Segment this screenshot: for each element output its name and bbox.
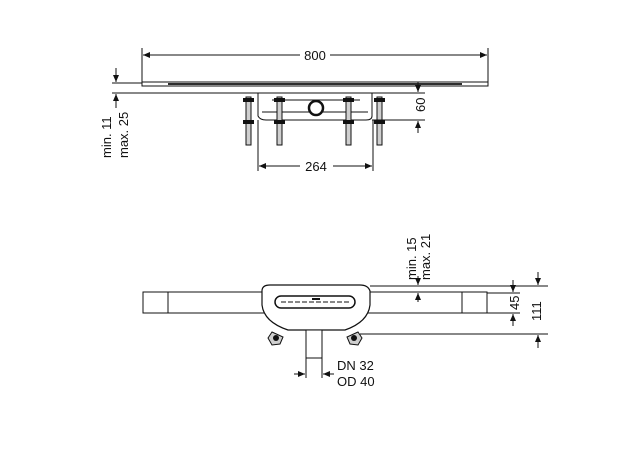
width-label: 800 [304,48,326,63]
total-height-dimension: 111 [360,272,548,348]
pipe-dimension: DN 32 OD 40 [294,358,375,389]
side-view: DN 32 OD 40 min. 15 max. 21 45 111 [142,234,548,389]
height-label: 60 [413,98,428,112]
height-dimension: 60 [372,82,428,133]
pipe-od-label: OD 40 [337,374,375,389]
total-height-label: 111 [529,301,544,321]
cover-max-label: max. 21 [418,234,433,280]
pipe-dn-label: DN 32 [337,358,374,373]
top-view: 800 min. 11 max. 25 [99,48,489,174]
drain-body [257,93,373,121]
outlet-pipe [305,329,323,359]
cover-dimension: min. 15 max. 21 [370,234,548,302]
drain-outlet [307,99,325,117]
foot-spacing-dimension: 264 [257,120,374,174]
foot-spacing-label: 264 [305,159,327,174]
channel-height-label: 45 [507,296,522,310]
width-dimension: 800 [141,48,489,84]
channel-height-dimension: 45 [487,280,522,326]
cover-min-label: min. 15 [404,237,419,280]
thickness-max-label: max. 25 [116,112,131,158]
leveling-feet [243,96,385,146]
thickness-min-label: min. 11 [99,116,114,158]
drain-slot [274,295,356,309]
thickness-dimension: min. 11 max. 25 [99,68,232,158]
